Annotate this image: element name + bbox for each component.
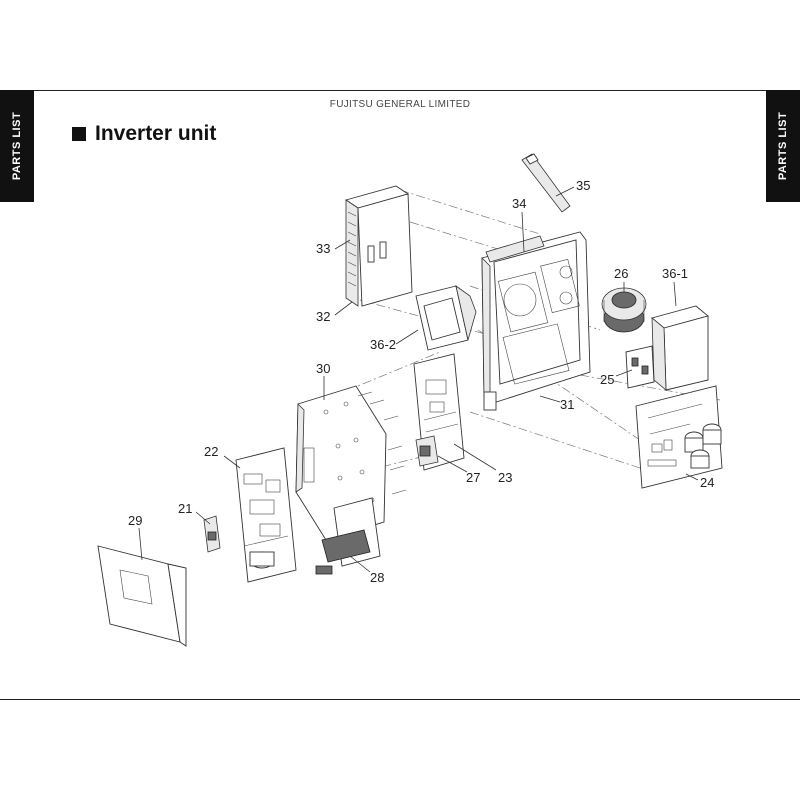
callout-27: 27 bbox=[466, 470, 480, 485]
part-25-board bbox=[625, 345, 655, 389]
callout-36-2: 36-2 bbox=[370, 337, 396, 352]
page-frame bbox=[0, 90, 800, 700]
callout-21: 21 bbox=[178, 501, 192, 516]
callout-26: 26 bbox=[614, 266, 628, 281]
callout-34: 34 bbox=[512, 196, 526, 211]
part-31-main-frame bbox=[481, 231, 591, 411]
leader-lines bbox=[138, 186, 699, 573]
callout-31: 31 bbox=[560, 397, 574, 412]
callout-24: 24 bbox=[700, 475, 714, 490]
side-tab-left: PARTS LIST bbox=[0, 90, 34, 202]
part-24-pcb bbox=[635, 385, 723, 489]
part-33-heat-sink bbox=[344, 185, 413, 307]
callout-labels: 35 34 33 32 26 36-1 36-2 25 30 31 22 27 … bbox=[128, 178, 714, 585]
callout-35: 35 bbox=[576, 178, 590, 193]
part-36-1-cover bbox=[651, 305, 709, 391]
part-27-component bbox=[415, 435, 439, 467]
section-title-text: Inverter unit bbox=[95, 122, 217, 145]
callout-29: 29 bbox=[128, 513, 142, 528]
square-bullet-icon bbox=[72, 127, 86, 141]
part-36-2-duct bbox=[415, 285, 477, 351]
part-29-cover-plate bbox=[97, 545, 187, 647]
callout-36-1: 36-1 bbox=[662, 266, 688, 281]
section-title: Inverter unit bbox=[72, 122, 216, 146]
callout-30: 30 bbox=[316, 361, 330, 376]
side-tab-right: PARTS LIST bbox=[766, 90, 800, 202]
part-35-bracket bbox=[521, 153, 571, 213]
part-22-pcb bbox=[235, 447, 297, 583]
header-brand: FUJITSU GENERAL LIMITED bbox=[329, 99, 471, 110]
callout-33: 33 bbox=[316, 241, 330, 256]
callout-25: 25 bbox=[600, 372, 614, 387]
part-26-coil bbox=[601, 287, 647, 333]
callout-22: 22 bbox=[204, 444, 218, 459]
callout-23: 23 bbox=[498, 470, 512, 485]
callout-28: 28 bbox=[370, 570, 384, 585]
callout-32: 32 bbox=[316, 309, 330, 324]
part-28-component bbox=[315, 497, 381, 575]
part-21-component bbox=[203, 515, 221, 553]
